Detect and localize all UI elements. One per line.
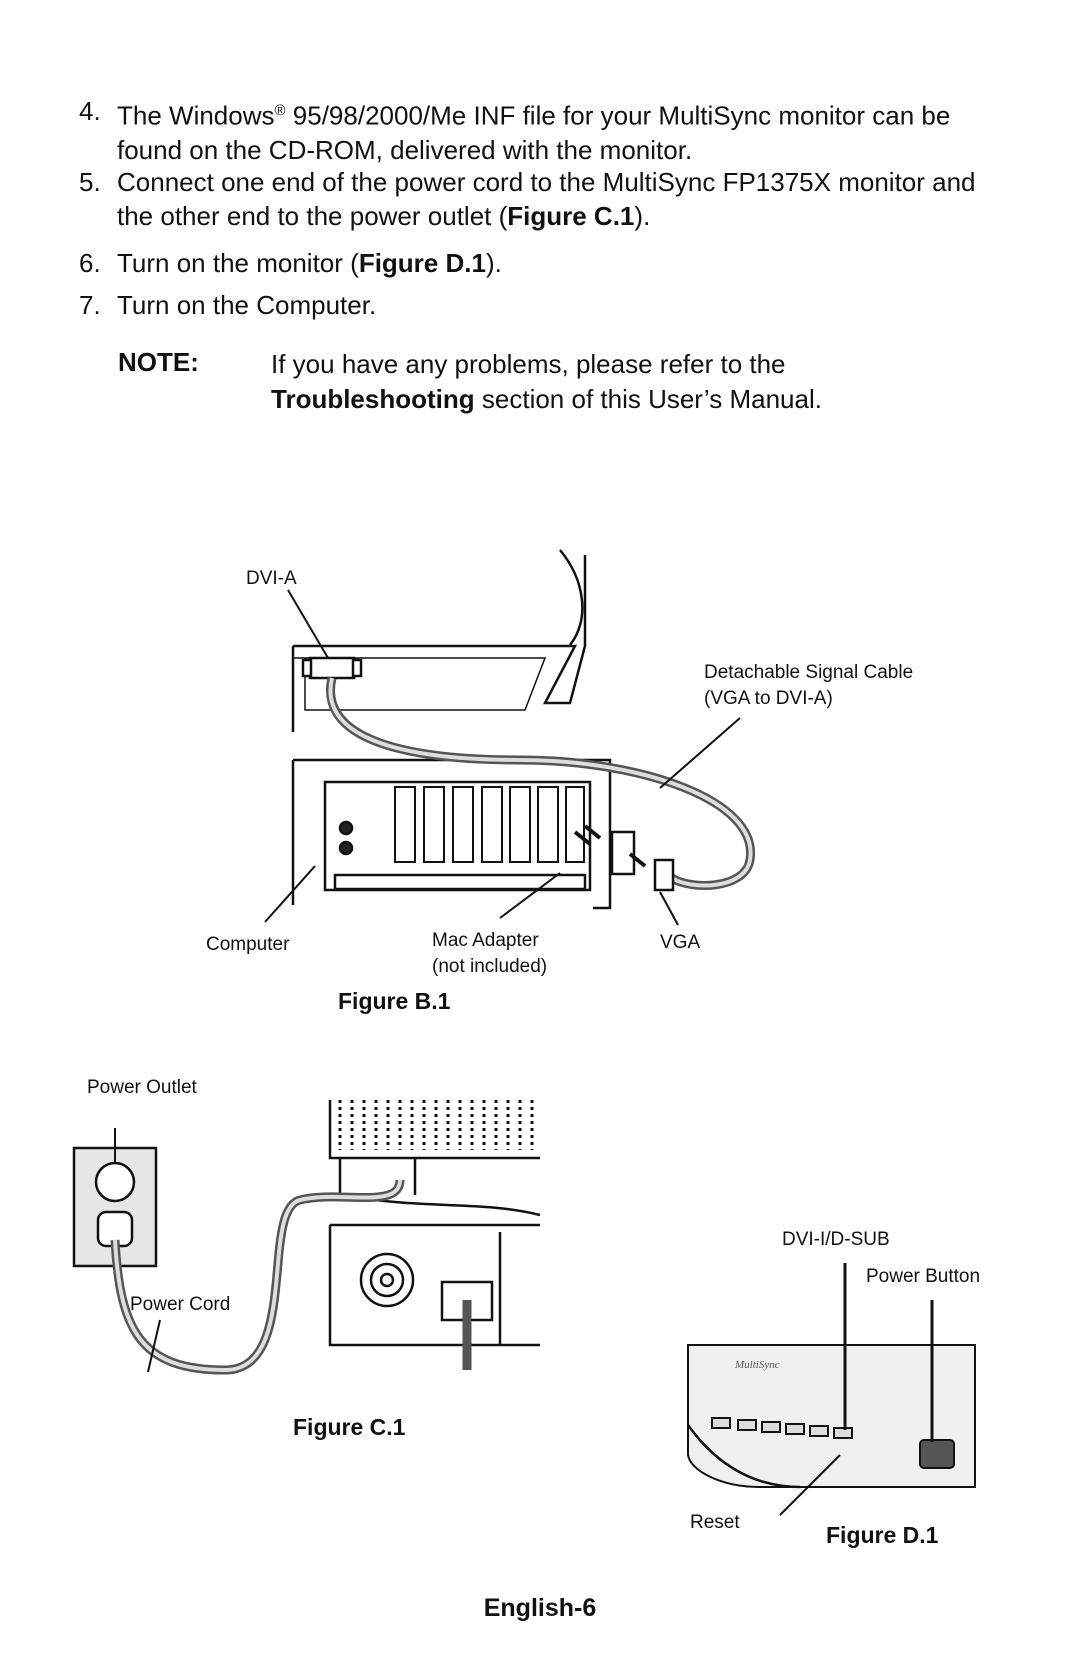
step-text: Turn on the Computer. [117,290,377,320]
label-mac-adapter: Mac Adapter [432,930,539,951]
step-7: 7. Turn on the Computer. [79,288,1009,324]
figure-b-drawing [264,549,755,926]
step-5: 5. Connect one end of the power cord to … [79,165,1009,235]
step-number: 4. [79,96,101,126]
figure-c-caption: Figure C.1 [293,1414,406,1440]
label-power-outlet: Power Outlet [87,1077,197,1098]
label-power-cord: Power Cord [130,1294,231,1315]
label-dvi-a: DVI-A [246,568,297,589]
monitor-brand-logo: MultiSync [735,1359,780,1371]
label-signal-cable-type: (VGA to DVI-A) [704,688,833,709]
figure-b-caption: Figure B.1 [338,988,451,1014]
label-computer: Computer [206,934,290,955]
step-text: Turn on the monitor (Figure D.1). [117,248,502,278]
step-text: Connect one end of the power cord to the… [117,167,976,231]
label-signal-cable: Detachable Signal Cable [704,662,914,683]
note-text: If you have any problems, please refer t… [271,349,822,414]
step-number: 6. [79,248,101,278]
figure-d-caption: Figure D.1 [826,1522,939,1548]
step-6: 6. Turn on the monitor (Figure D.1). [79,246,1009,282]
label-power-button: Power Button [866,1266,981,1287]
step-4: 4. The Windows® 95/98/2000/Me INF file f… [79,94,1009,165]
label-reset: Reset [690,1512,740,1533]
figure-c-drawing [72,1100,541,1375]
figure-d-drawing [686,1263,976,1516]
label-not-included: (not included) [432,956,548,977]
page-footer: English-6 [483,1594,597,1622]
step-number: 7. [79,290,101,320]
label-dvi-sub: DVI-I/D-SUB [782,1229,890,1250]
note-label: NOTE: [118,347,199,377]
label-vga: VGA [660,932,701,953]
step-text: The Windows® 95/98/2000/Me INF file for … [117,100,951,165]
step-number: 5. [79,167,101,197]
